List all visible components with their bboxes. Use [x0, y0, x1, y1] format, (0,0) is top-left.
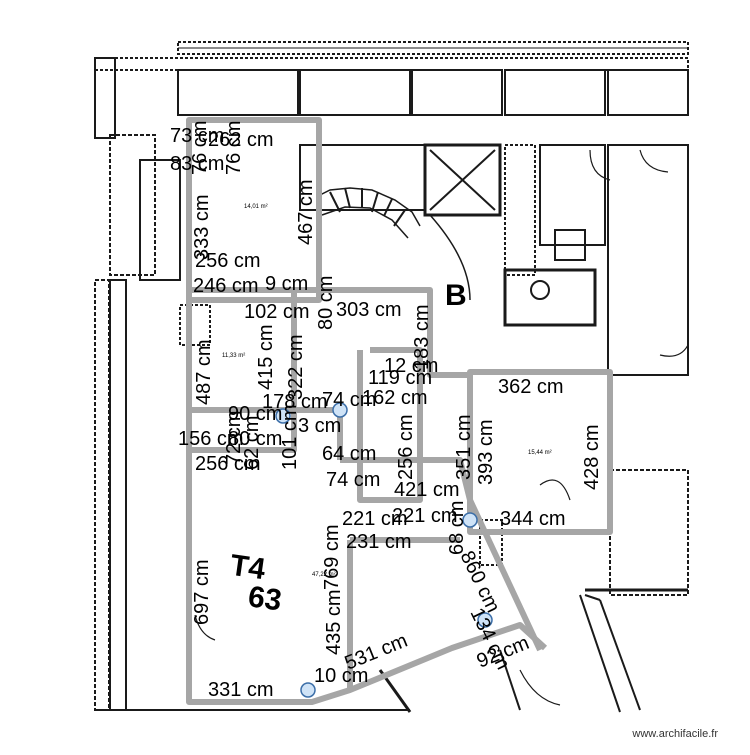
dim-label: 303 cm — [336, 299, 402, 321]
dim-label: 769 cm — [321, 524, 343, 590]
dim-label: 76 cm — [189, 121, 211, 175]
door-marker-5 — [300, 682, 316, 698]
dimension-labels: 73 cm 262 cm 83 cm 76 cm 76 cm 333 cm 46… — [170, 121, 603, 701]
dim-label: 331 cm — [208, 679, 274, 701]
dim-label: 697 cm — [191, 559, 213, 625]
dim-label: 487 cm — [193, 339, 215, 405]
unit-area-label: 63 — [246, 580, 284, 617]
dim-label: 72 cm — [223, 411, 245, 465]
room-area-2: 11,33 m² — [222, 353, 245, 359]
dim-label: 362 cm — [498, 376, 564, 398]
dim-label: 80 cm — [228, 428, 282, 450]
dim-label: 256 cm — [195, 250, 261, 272]
dim-label: 256 cm — [195, 453, 261, 475]
dim-label: 83 cm — [170, 153, 224, 175]
dim-label: 76 cm — [223, 121, 245, 175]
inner-wall-e — [357, 347, 423, 503]
dim-label: 262 cm — [208, 129, 274, 151]
background-walls — [94, 41, 689, 713]
dim-label: 344 cm — [500, 508, 566, 530]
dim-label: 74 cm — [322, 389, 376, 411]
room-area-4: 47,22 m² — [312, 572, 336, 578]
dim-label: 183 cm — [411, 304, 433, 370]
dim-label: 322 cm — [285, 334, 307, 400]
room-area-3: 15,44 m² — [528, 450, 552, 456]
dim-label: 435 cm — [323, 589, 345, 655]
dim-label: 231 cm — [346, 531, 412, 553]
dim-label: 64 cm — [322, 443, 376, 465]
door-marker-2 — [332, 402, 348, 418]
dim-label: 73 cm — [170, 125, 224, 147]
dim-label: 102 cm — [244, 301, 310, 323]
dim-label: 68 cm — [446, 501, 468, 555]
dim-label: 256 cm — [395, 414, 417, 480]
room-area-1: 14,01 m² — [244, 204, 268, 210]
room-outline-2 — [186, 287, 297, 453]
inner-wall-d — [340, 457, 473, 501]
dim-label: 162 cm — [362, 387, 428, 409]
dim-label: 351 cm — [453, 414, 475, 480]
dim-label: 90 cm — [228, 403, 282, 425]
corridor-outline — [294, 287, 470, 378]
angled-wall — [467, 498, 543, 652]
door-markers — [275, 402, 493, 698]
dim-label: 178 cm — [262, 391, 328, 413]
stair-letter: B — [445, 279, 467, 312]
dim-label: 62 cm — [241, 416, 263, 470]
dim-label: 221 cm — [392, 505, 458, 527]
dim-label: 421 cm — [394, 479, 460, 501]
dim-label: 74 cm — [326, 469, 380, 491]
dim-label: 9 cm — [265, 273, 308, 295]
door-marker-1 — [275, 408, 291, 424]
door-marker-4 — [477, 612, 493, 628]
dim-label: 3 cm — [298, 415, 341, 437]
dim-label: 80 cm — [315, 276, 337, 330]
room-outline-1 — [186, 117, 322, 303]
dim-label: 415 cm — [255, 324, 277, 390]
dim-label: 333 cm — [191, 194, 213, 260]
dim-label: 10 cm — [314, 665, 368, 687]
dim-label: 119 cm — [368, 367, 432, 389]
unit-type-label: T4 — [228, 549, 268, 587]
dim-label: 221 cm — [342, 508, 408, 530]
dim-label: 246 cm — [193, 275, 259, 297]
dim-label: 428 cm — [581, 424, 603, 490]
dim-label: 467 cm — [295, 179, 317, 245]
room-outline-3 — [467, 369, 613, 535]
dim-label: 393 cm — [475, 419, 497, 485]
dim-label: 101 cm — [279, 404, 301, 470]
room-outlines — [186, 117, 613, 705]
watermark: www.archifacile.fr — [632, 728, 718, 740]
dim-label: 156 cm — [178, 428, 244, 450]
door-marker-3 — [462, 512, 478, 528]
dim-label: 12 cm — [384, 355, 438, 377]
